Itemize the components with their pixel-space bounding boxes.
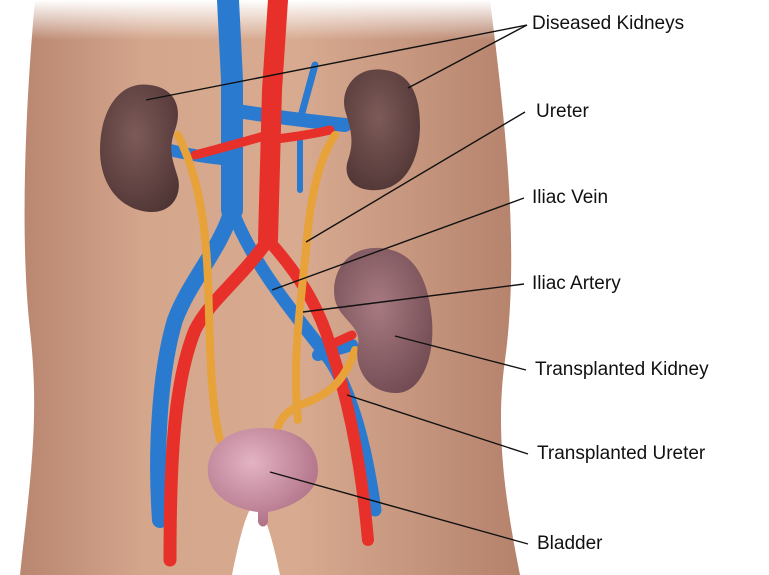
label-iliac-artery: Iliac Artery [532,273,621,295]
label-diseased-kidneys: Diseased Kidneys [532,13,684,35]
label-transplanted-kidney: Transplanted Kidney [535,359,709,381]
label-transplanted-ureter: Transplanted Ureter [537,443,705,465]
label-iliac-vein: Iliac Vein [532,187,608,209]
label-ureter: Ureter [536,101,589,123]
label-bladder: Bladder [537,533,603,555]
